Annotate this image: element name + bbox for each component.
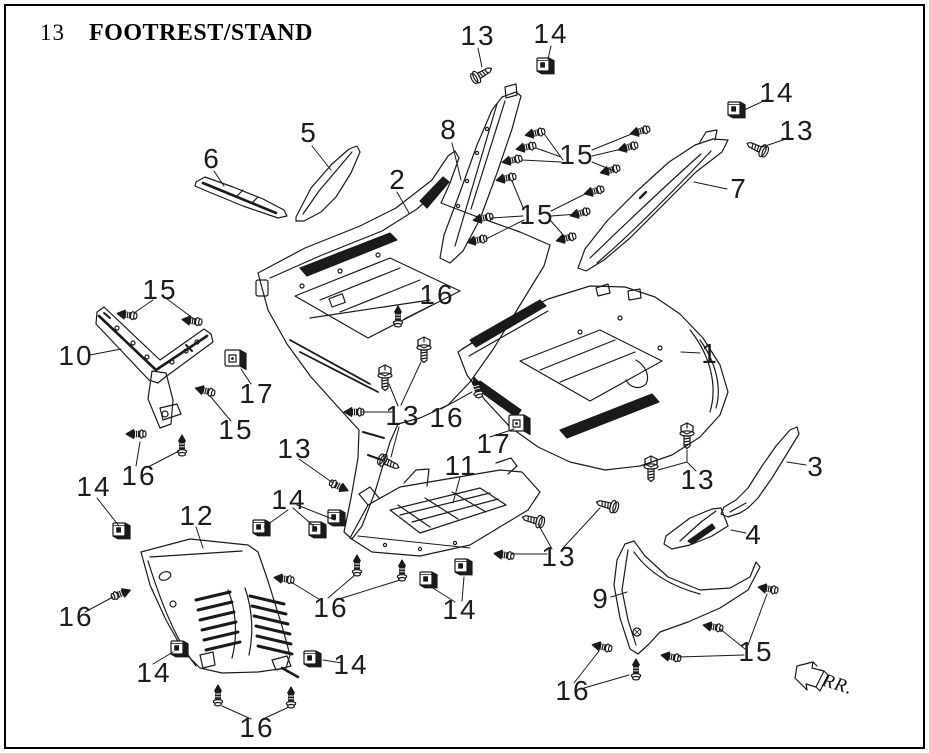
- callout: 3: [807, 451, 825, 482]
- callout: 17: [239, 378, 275, 409]
- callout: 14: [333, 649, 369, 680]
- callout: 15: [738, 636, 774, 667]
- callout: 16: [429, 402, 465, 433]
- part-2-left-footboard: [255, 150, 551, 540]
- part-5-footrest-cover: [295, 145, 361, 222]
- part-3-side-blade: [720, 426, 800, 518]
- leader-lines: [84, 45, 807, 720]
- callout: 13: [680, 464, 716, 495]
- callout: 9: [592, 583, 610, 614]
- callout: 15: [559, 139, 595, 170]
- part-9-rear-trim: [613, 540, 761, 655]
- section-title: FOOTREST/STAND: [89, 20, 313, 46]
- page-border: [4, 4, 925, 749]
- part-1-right-footboard: [457, 283, 729, 471]
- callout: 14: [442, 594, 478, 625]
- callout: 7: [730, 173, 748, 204]
- callout: 15: [142, 274, 178, 305]
- page-title: 13 FOOTREST/STAND: [40, 20, 313, 47]
- callout: 10: [58, 340, 94, 371]
- callout: 16: [555, 675, 591, 706]
- section-number: 13: [40, 20, 65, 45]
- callout: 16: [58, 601, 94, 632]
- callout: 13: [277, 433, 313, 464]
- callout: 11: [444, 450, 478, 481]
- callout: 1: [701, 338, 719, 369]
- callout: 14: [759, 77, 795, 108]
- callout: 13: [385, 400, 421, 431]
- callout: 16: [313, 592, 349, 623]
- part-11-footboard-plate: [349, 457, 541, 557]
- callout: 16: [419, 279, 455, 310]
- callout: 16: [121, 460, 157, 491]
- callout: 8: [440, 114, 458, 145]
- callout: 15: [218, 414, 254, 445]
- callout: 12: [179, 500, 215, 531]
- part-12-front-shield: [140, 538, 300, 679]
- callout: 13: [541, 541, 577, 572]
- part-6-trim-blade: [194, 176, 288, 219]
- callout: 16: [239, 712, 275, 743]
- part-4-bracket-cover: [663, 507, 729, 550]
- callout: 6: [203, 143, 221, 174]
- rear-direction-arrow-icon: [794, 661, 829, 692]
- callout: 17: [476, 428, 512, 459]
- callout: 13: [779, 115, 815, 146]
- callout: 14: [271, 484, 307, 515]
- callout: 4: [745, 519, 763, 550]
- part-10-front-trim: [95, 306, 214, 429]
- part-7-side-panel: [577, 129, 729, 272]
- callout: 15: [519, 199, 555, 230]
- callout: 2: [389, 164, 407, 195]
- part-8-side-panel: [439, 83, 522, 264]
- callout: 14: [533, 18, 569, 49]
- callout: 14: [76, 471, 112, 502]
- callout: 13: [460, 20, 496, 51]
- callout: 5: [300, 117, 318, 148]
- callout: 14: [136, 657, 172, 688]
